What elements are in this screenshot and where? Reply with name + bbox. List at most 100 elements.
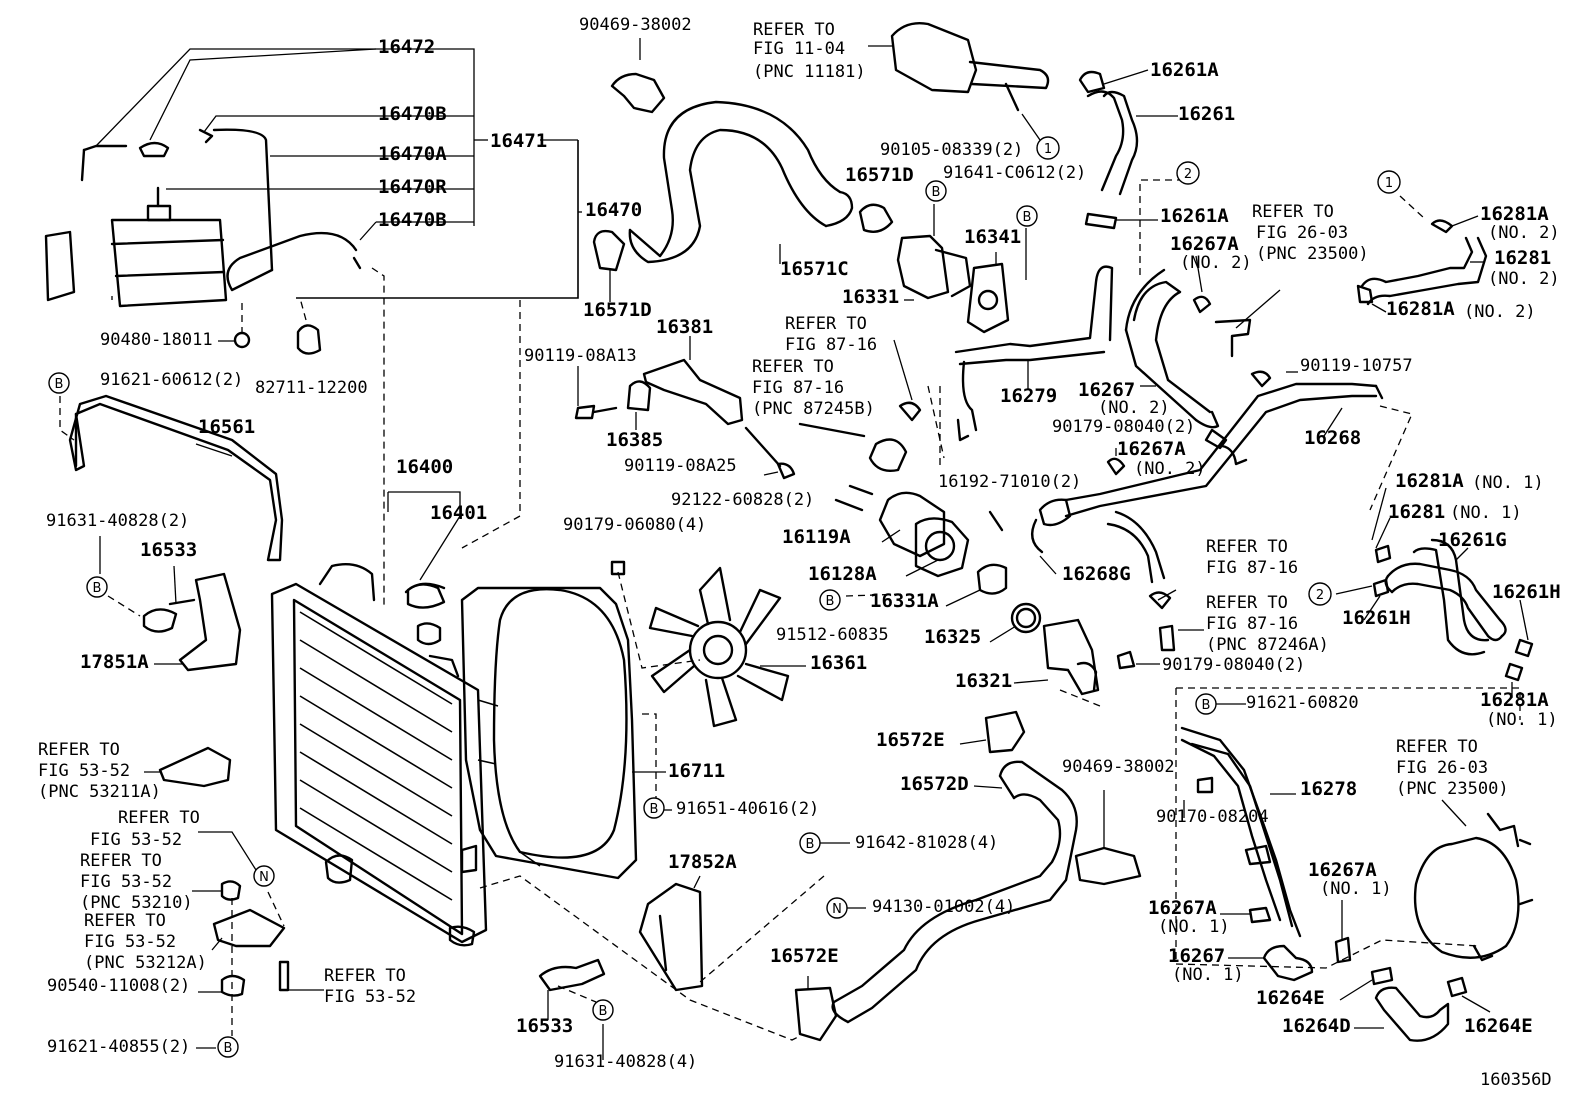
part-label-l-16267-no1-tag: (NO. 1) <box>1172 965 1244 985</box>
part-label-l-90480-18011: 90480-18011 <box>100 330 213 350</box>
part-label-l-16572E-top: 16572E <box>876 729 945 751</box>
part-label-l-16572D: 16572D <box>900 773 969 795</box>
pipe-16278 <box>1175 687 1534 1042</box>
part-label-l-16279: 16279 <box>1000 385 1057 407</box>
marker-m-b-91641: B <box>1016 205 1038 227</box>
part-label-l-refer-87-16-a2: FIG 87-16 <box>785 335 877 355</box>
part-label-l-refer-53-52-c3: (PNC 53210) <box>80 893 193 913</box>
marker-m-b-91642: B <box>799 832 821 854</box>
callout-circle <box>1036 136 1060 160</box>
part-label-l-refer-53-52-c1: REFER TO <box>80 851 162 871</box>
marker-circle <box>48 372 70 394</box>
part-label-l-16261H-right: 16261H <box>1492 581 1561 603</box>
callout-circle <box>1176 161 1200 185</box>
part-label-l-16472: 16472 <box>378 36 435 58</box>
part-label-l-94130-01002: 94130-01002(4) <box>872 897 1015 917</box>
part-label-l-17852A: 17852A <box>668 851 737 873</box>
marker-letter: B <box>650 802 659 817</box>
part-label-l-16331A: 16331A <box>870 590 939 612</box>
part-label-l-16261G: 16261G <box>1438 529 1507 551</box>
thermostat-group <box>845 386 1204 707</box>
hose-16261G <box>1335 487 1534 698</box>
hose-16281-no2 <box>1356 195 1488 313</box>
part-label-l-refer-87-16-d3: (PNC 87246A) <box>1206 635 1329 655</box>
part-label-l-16261A-top: 16261A <box>1150 59 1219 81</box>
part-label-l-16533-a: 16533 <box>140 539 197 561</box>
part-label-l-90119-08A25: 90119-08A25 <box>624 456 737 476</box>
part-label-l-16261: 16261 <box>1178 103 1235 125</box>
marker-letter: B <box>1202 698 1211 713</box>
part-label-l-refer-87-16-b2: FIG 87-16 <box>752 378 844 398</box>
marker-letter: B <box>826 594 835 609</box>
part-label-l-16267A-mid-no: (NO. 2) <box>1134 459 1206 479</box>
part-label-l-90119-08A13: 90119-08A13 <box>524 346 637 366</box>
heater-hoses <box>1078 69 1281 450</box>
marker-circle <box>253 865 275 887</box>
radiator <box>270 491 488 947</box>
callout-circle <box>1377 170 1401 194</box>
marker-letter: B <box>599 1004 608 1019</box>
marker-m-b-91621-60612: B <box>48 372 70 394</box>
marker-circle <box>925 180 947 202</box>
callout-number: 1 <box>1385 176 1393 191</box>
part-label-l-16267A-no1-a: 16267A <box>1308 859 1377 881</box>
marker-m-b-91621-40855: B <box>217 1036 239 1058</box>
marker-m-n-left: N <box>253 865 275 887</box>
marker-m-n-94130: N <box>826 897 848 919</box>
part-label-l-16381: 16381 <box>656 316 713 338</box>
part-label-l-refer-87-16-c1: REFER TO <box>1206 537 1288 557</box>
part-label-l-refer-53-52-a2: FIG 53-52 <box>38 761 130 781</box>
part-label-l-90119-10757: 90119-10757 <box>1300 356 1413 376</box>
reservoir-tank-group <box>44 128 579 355</box>
part-label-l-16264E-left: 16264E <box>1256 987 1325 1009</box>
part-label-l-refer-53-52-c2: FIG 53-52 <box>80 872 172 892</box>
part-label-l-16571D-left: 16571D <box>583 299 652 321</box>
part-label-l-16561: 16561 <box>198 416 255 438</box>
part-label-l-16331: 16331 <box>842 286 899 308</box>
part-label-l-91641-C0612: 91641-C0612(2) <box>943 163 1086 183</box>
part-label-l-refer-87-16-d2: FIG 87-16 <box>1206 614 1298 634</box>
part-label-l-refer-26-03-a1: REFER TO <box>1252 202 1334 222</box>
part-label-l-refer-87-16-c2: FIG 87-16 <box>1206 558 1298 578</box>
part-label-l-refer-87-16-b3: (PNC 87245B) <box>752 399 875 419</box>
part-label-l-16321: 16321 <box>955 670 1012 692</box>
part-label-l-91631-40828-4: 91631-40828(4) <box>554 1052 697 1072</box>
marker-circle <box>819 589 841 611</box>
marker-m-b-91631-left: B <box>86 576 108 598</box>
part-label-l-91512-60835: 91512-60835 <box>776 625 889 645</box>
part-label-l-16470A: 16470A <box>378 143 447 165</box>
part-label-l-refer-53-52-a3: (PNC 53211A) <box>38 782 161 802</box>
part-label-l-16281A-no1-tag: (NO. 1) <box>1472 473 1544 493</box>
left-mounts <box>144 746 324 1049</box>
marker-letter: N <box>259 870 269 885</box>
callout-number: 2 <box>1184 167 1192 182</box>
part-label-l-refer-87-16-a1: REFER TO <box>785 314 867 334</box>
part-label-l-16281-top-no: (NO. 2) <box>1488 269 1560 289</box>
part-label-l-16401: 16401 <box>430 502 487 524</box>
callout-c-2-top: 2 <box>1176 161 1200 185</box>
part-label-l-refer-11-04-a: REFER TO <box>753 20 835 40</box>
water-outlet-group <box>858 22 1050 334</box>
part-label-l-90105-08339: 90105-08339(2) <box>880 140 1023 160</box>
part-label-l-16192-71010: 16192-71010(2) <box>938 472 1081 492</box>
hose-16268 <box>1030 370 1413 584</box>
part-label-l-16267-no: (NO. 2) <box>1098 398 1170 418</box>
part-label-l-16281-top: 16281 <box>1494 247 1551 269</box>
part-label-l-16281A-top-no: (NO. 2) <box>1488 223 1560 243</box>
part-label-l-92122-60828: 92122-60828(2) <box>671 490 814 510</box>
part-label-l-16267-no1: 16267 <box>1168 945 1225 967</box>
part-label-l-16400: 16400 <box>396 456 453 478</box>
part-label-l-16281A-mid-no: (NO. 2) <box>1464 302 1536 322</box>
part-label-l-refer-53-52-d1: REFER TO <box>84 911 166 931</box>
part-label-l-16268: 16268 <box>1304 427 1361 449</box>
radiator-support-group <box>59 394 284 672</box>
marker-m-b-91631-bot: B <box>592 999 614 1021</box>
part-label-l-16119A: 16119A <box>782 526 851 548</box>
part-label-l-16267: 16267 <box>1078 379 1135 401</box>
part-label-l-16267A-no1-b: 16267A <box>1148 897 1217 919</box>
part-label-l-refer-11-04-c: (PNC 11181) <box>753 62 866 82</box>
part-label-l-16267A-mid: 16267A <box>1117 438 1186 460</box>
